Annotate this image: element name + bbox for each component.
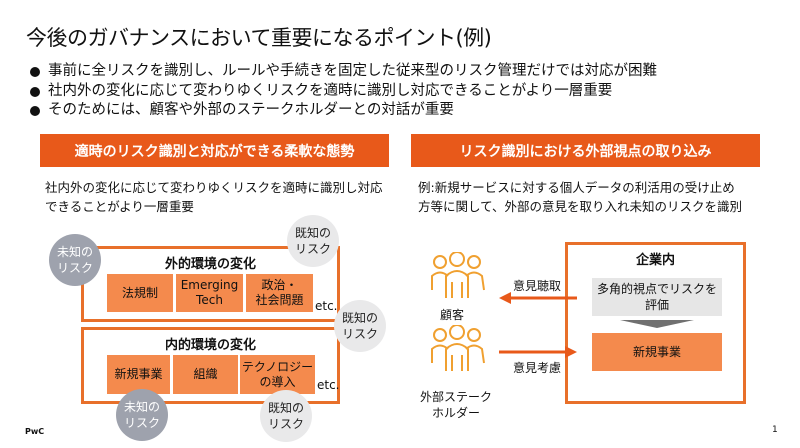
circle-label: リスク — [267, 417, 304, 431]
evaluate-box: 多角的視点でリスクを評価 — [592, 278, 722, 316]
external-change-title: 外的環境の変化 — [164, 257, 256, 272]
left-description: 社内外の変化に応じて変わりゆくリスクを適時に識別し対応 できることがより一層重要 — [45, 178, 383, 216]
circle-label: 既知の — [294, 226, 331, 240]
stakeholder-line: 外部ステーク — [419, 390, 492, 404]
internal-change-box — [81, 327, 340, 404]
evaluate-label: 評価 — [644, 298, 669, 312]
item-label: Tech — [196, 293, 223, 307]
item-politics: 政治・社会問題 — [246, 274, 313, 312]
stakeholder-line: ホルダー — [431, 406, 480, 420]
etc-label: etc. — [315, 299, 338, 313]
item-label: 法規制 — [121, 285, 158, 300]
circle-label: 未知の — [123, 400, 160, 414]
internal-change-title: 内的環境の変化 — [164, 338, 256, 353]
circle-label: 既知の — [267, 401, 304, 415]
listen-label: 意見聴取 — [513, 279, 562, 293]
item-label: Emerging — [180, 278, 239, 292]
left-arrow-icon — [499, 292, 577, 304]
consider-label: 意見考慮 — [513, 361, 562, 375]
circle-label: リスク — [341, 327, 378, 341]
circle-label: 未知の — [56, 245, 93, 259]
down-arrow-icon — [620, 320, 694, 328]
unknown-risk-circle: 未知のリスク — [116, 389, 168, 441]
page-title: 今後のガバナンスにおいて重要になるポイント(例) — [26, 26, 492, 50]
new-business-box: 新規事業 — [592, 333, 722, 371]
company-box — [565, 242, 746, 404]
known-risk-circle: 既知のリスク — [260, 390, 312, 442]
circle-label: リスク — [123, 416, 160, 430]
circle-label: リスク — [294, 242, 331, 256]
item-label: 組織 — [193, 367, 218, 381]
item-label: 社会問題 — [255, 293, 304, 307]
brand-logo: PwC — [25, 427, 45, 436]
item-label: 政治・ — [261, 278, 298, 292]
right-section-header: リスク識別における外部視点の取り込み — [411, 134, 760, 167]
desc-line: 社内外の変化に応じて変わりゆくリスクを適時に識別し対応 — [45, 180, 383, 195]
right-description: 例:新規サービスに対する個人データの利活用の受け止め 方等に関して、外部の意見を… — [418, 178, 742, 216]
known-risk-circle: 既知のリスク — [334, 300, 386, 352]
item-new-business: 新規事業 — [107, 355, 170, 394]
bullet-item: 社内外の変化に応じて変わりゆくリスクを適時に識別し対応できることがより一層重要 — [28, 82, 657, 102]
etc-label: etc. — [317, 378, 340, 392]
arrows — [499, 292, 577, 358]
circle-label: 既知の — [341, 311, 378, 325]
people-icon — [431, 252, 485, 298]
circle-label: リスク — [56, 261, 93, 275]
bullet-list: 事前に全リスクを識別し、ルールや手続きを固定した従来型のリスク管理だけでは対応が… — [28, 62, 657, 121]
item-label: の導入 — [259, 374, 296, 389]
item-label: 新規事業 — [114, 367, 163, 381]
unknown-risk-circle: 未知のリスク — [49, 234, 101, 286]
evaluate-label: 多角的視点でリスクを — [596, 282, 717, 296]
item-technology: テクノロジーの導入 — [240, 355, 315, 394]
item-law: 法規制 — [107, 274, 173, 312]
item-organization: 組織 — [173, 355, 238, 394]
desc-line: 方等に関して、外部の意見を取り入れ未知のリスクを識別 — [418, 199, 743, 214]
left-section-header: 適時のリスク識別と対応ができる柔軟な態勢 — [40, 134, 389, 167]
right-arrow-icon — [499, 346, 577, 358]
people-icon — [431, 325, 485, 371]
known-risk-circle: 既知のリスク — [287, 215, 339, 267]
item-label: テクノロジー — [241, 359, 314, 374]
bullet-item: 事前に全リスクを識別し、ルールや手続きを固定した従来型のリスク管理だけでは対応が… — [28, 62, 657, 82]
desc-line: 例:新規サービスに対する個人データの利活用の受け止め — [418, 180, 735, 195]
page-number: 1 — [772, 425, 778, 435]
company-title: 企業内 — [635, 253, 675, 268]
bullet-item: そのためには、顧客や外部のステークホルダーとの対話が重要 — [28, 101, 657, 121]
stakeholder-label: 外部ステークホルダー — [418, 389, 494, 421]
desc-line: できることがより一層重要 — [45, 199, 194, 214]
customer-label: 顧客 — [440, 308, 465, 322]
